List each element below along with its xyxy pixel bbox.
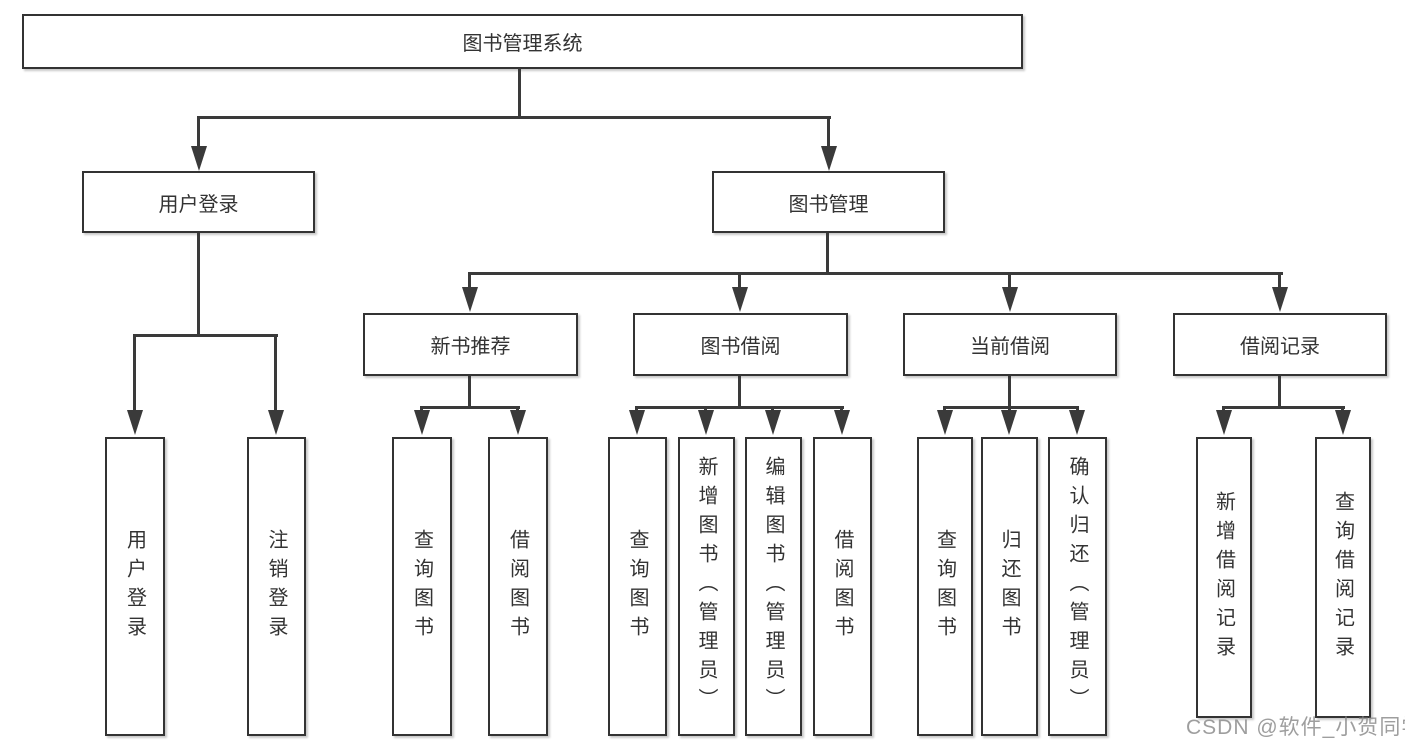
arrowhead-down-icon: [1069, 410, 1085, 435]
leaf-query-books-recommend: 查询图书: [392, 437, 452, 736]
arrowhead-down-icon: [834, 410, 850, 435]
arrowhead-down-icon: [1272, 287, 1288, 312]
arrowhead-down-icon: [629, 410, 645, 435]
connector-line: [197, 233, 200, 337]
connector-line: [197, 116, 831, 119]
node-new-book-recommend: 新书推荐: [363, 313, 578, 376]
node-book-borrowing-label: 图书借阅: [700, 336, 781, 358]
arrowhead-down-icon: [732, 287, 748, 312]
connector-line: [738, 272, 741, 290]
leaf-borrow-books-recommend-label: 借阅图书: [506, 528, 529, 645]
leaf-borrow-books-recommend: 借阅图书: [488, 437, 548, 736]
leaf-add-borrow-record-label: 新增借阅记录: [1212, 490, 1235, 665]
connector-line: [738, 376, 741, 409]
arrowhead-down-icon: [1001, 410, 1017, 435]
connector-line: [274, 334, 277, 414]
connector-line: [468, 272, 471, 290]
connector-line: [468, 272, 1283, 275]
arrowhead-down-icon: [1335, 410, 1351, 435]
leaf-query-books-recommend-label: 查询图书: [410, 528, 433, 645]
arrowhead-down-icon: [937, 410, 953, 435]
node-current-borrowing-label: 当前借阅: [970, 336, 1050, 358]
connector-line: [468, 376, 471, 409]
arrowhead-down-icon: [414, 410, 430, 435]
arrowhead-down-icon: [698, 410, 714, 435]
leaf-query-books-current: 查询图书: [917, 437, 973, 736]
node-book-management: 图书管理: [712, 171, 945, 233]
connector-line: [1008, 376, 1011, 409]
leaf-query-borrow-record: 查询借阅记录: [1315, 437, 1371, 718]
leaf-return-book-label: 归还图书: [998, 528, 1020, 645]
arrowhead-down-icon: [268, 410, 284, 435]
arrowhead-down-icon: [765, 410, 781, 435]
leaf-user-login: 用户登录: [105, 437, 165, 736]
csdn-watermark: CSDN @软件_小贺同学: [1186, 716, 1405, 739]
connector-line: [197, 116, 200, 149]
leaf-confirm-return-admin-label: 确认归还（管理员）: [1066, 456, 1088, 717]
arrowhead-down-icon: [510, 410, 526, 435]
node-book-borrowing: 图书借阅: [633, 313, 848, 376]
leaf-query-books-borrowing-label: 查询图书: [626, 528, 648, 645]
leaf-query-borrow-record-label: 查询借阅记录: [1331, 490, 1354, 665]
node-user-login: 用户登录: [82, 171, 315, 233]
connector-line: [133, 334, 136, 414]
connector-line: [518, 68, 521, 119]
leaf-logout-label: 注销登录: [265, 528, 287, 645]
leaf-query-books-current-label: 查询图书: [933, 528, 956, 645]
connector-line: [827, 116, 830, 149]
connector-line: [1222, 406, 1345, 409]
leaf-edit-book-admin-label: 编辑图书（管理员）: [762, 456, 784, 717]
node-root: 图书管理系统: [22, 14, 1023, 69]
connector-line: [635, 406, 844, 409]
arrowhead-down-icon: [191, 146, 207, 171]
node-root-label: 图书管理系统: [462, 33, 583, 55]
arrowhead-down-icon: [127, 410, 143, 435]
node-borrowing-records: 借阅记录: [1173, 313, 1387, 376]
connector-line: [1008, 272, 1011, 290]
node-user-login-label: 用户登录: [158, 193, 239, 216]
connector-line: [943, 406, 1079, 409]
leaf-borrow-books-borrowing: 借阅图书: [813, 437, 872, 736]
connector-line: [826, 233, 829, 275]
leaf-add-book-admin: 新增图书（管理员）: [678, 437, 735, 736]
node-book-management-label: 图书管理: [788, 193, 869, 216]
leaf-query-books-borrowing: 查询图书: [608, 437, 667, 736]
leaf-add-book-admin-label: 新增图书（管理员）: [695, 456, 717, 717]
node-current-borrowing: 当前借阅: [903, 313, 1117, 376]
leaf-user-login-label: 用户登录: [123, 528, 146, 645]
connector-line: [133, 334, 278, 337]
arrowhead-down-icon: [1216, 410, 1232, 435]
arrowhead-down-icon: [462, 287, 478, 312]
node-borrowing-records-label: 借阅记录: [1240, 336, 1320, 358]
leaf-confirm-return-admin: 确认归还（管理员）: [1048, 437, 1107, 736]
arrowhead-down-icon: [1002, 287, 1018, 312]
connector-line: [420, 406, 520, 409]
connector-line: [1278, 376, 1281, 409]
connector-line: [1278, 272, 1281, 290]
leaf-return-book: 归还图书: [981, 437, 1038, 736]
leaf-edit-book-admin: 编辑图书（管理员）: [745, 437, 802, 736]
leaf-borrow-books-borrowing-label: 借阅图书: [831, 528, 853, 645]
arrowhead-down-icon: [821, 146, 837, 171]
leaf-add-borrow-record: 新增借阅记录: [1196, 437, 1252, 718]
node-new-book-recommend-label: 新书推荐: [430, 336, 511, 358]
leaf-logout: 注销登录: [247, 437, 306, 736]
